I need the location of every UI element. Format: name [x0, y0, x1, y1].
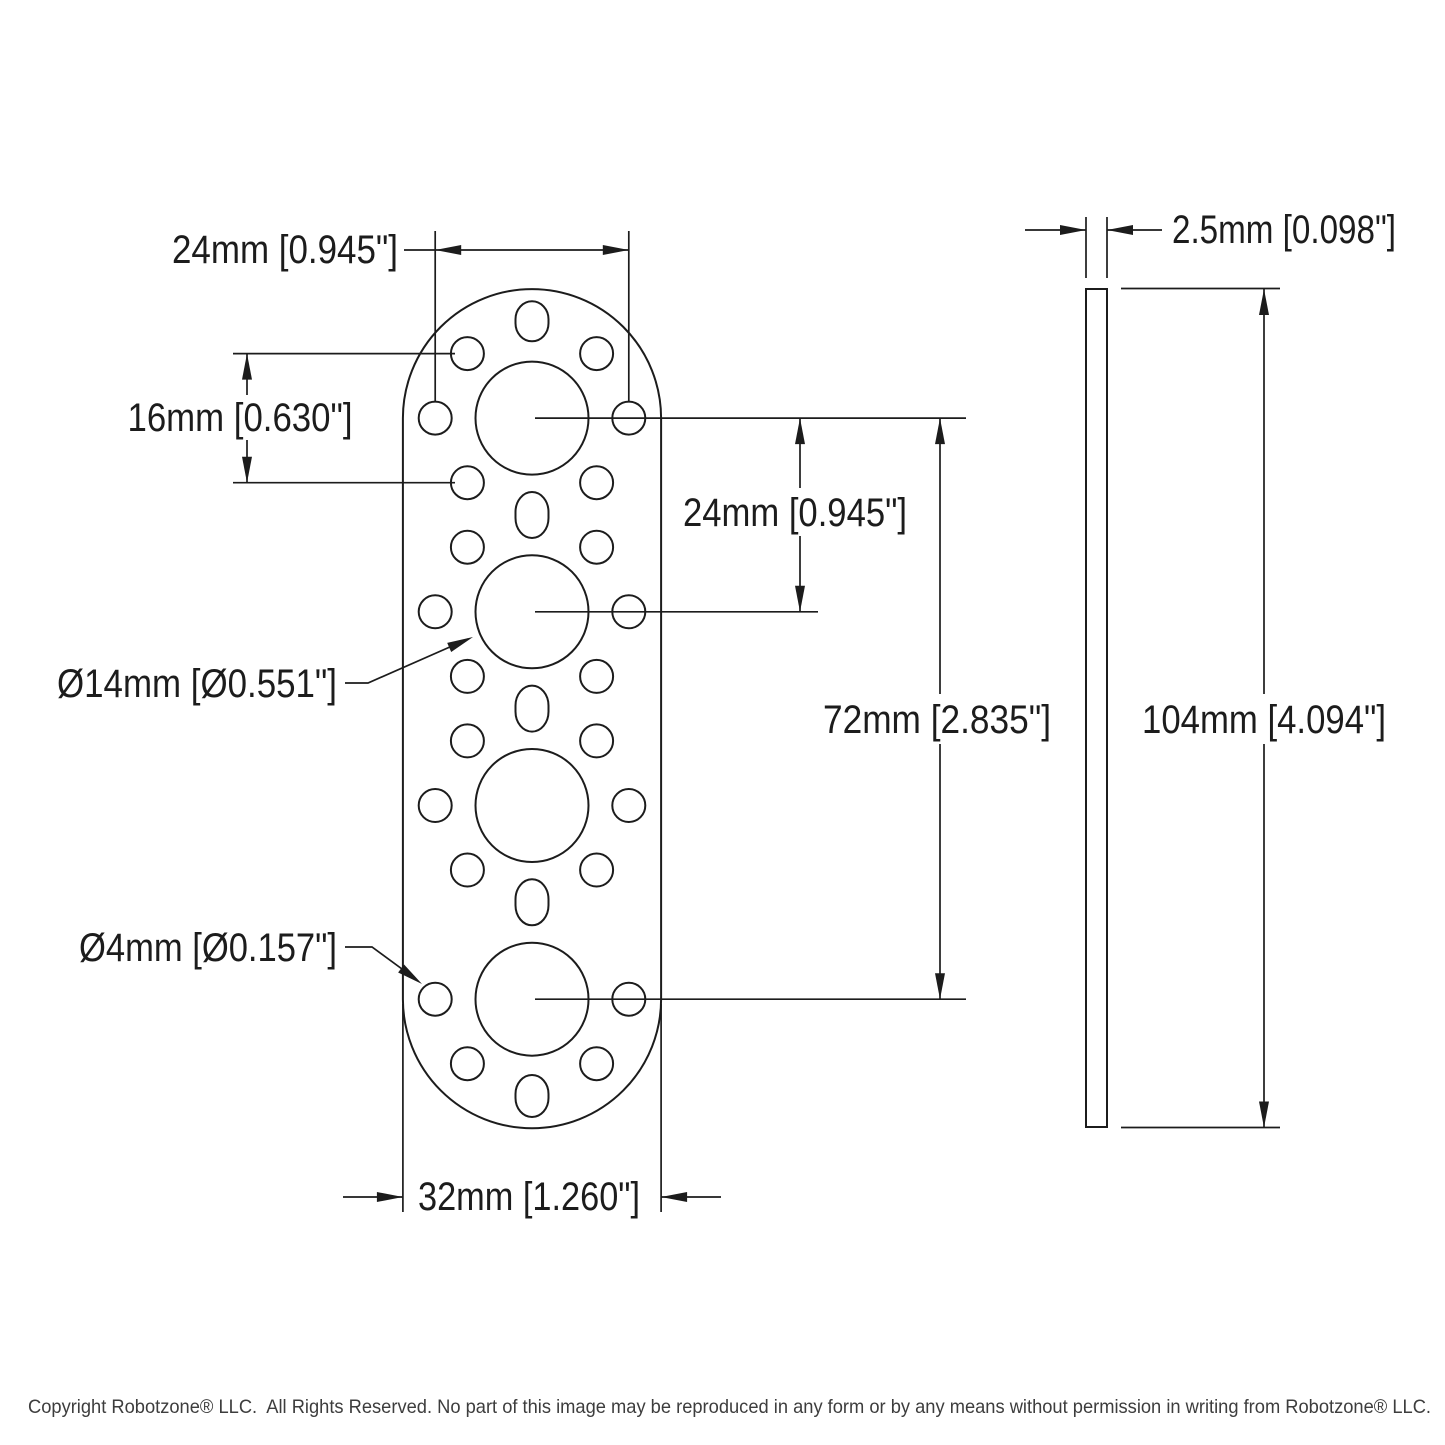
small-hole — [579, 723, 615, 759]
front-view — [401, 288, 663, 1130]
dim-label-hole-pattern-span: 72mm [2.835"] — [823, 698, 1051, 742]
small-hole — [579, 1046, 615, 1082]
dimension-thickness: 2.5mm [0.098"] — [1025, 208, 1396, 278]
copyright-notice: Copyright Robotzone® LLC. All Rights Res… — [28, 1396, 1431, 1418]
small-hole — [449, 1046, 485, 1082]
dimension-top-hole-spacing: 24mm [0.945"] — [172, 228, 630, 402]
dimension-vertical-hole-spacing: 24mm [0.945"] — [683, 418, 907, 612]
small-hole — [449, 658, 485, 694]
dim-label-vertical-hole-spacing: 24mm [0.945"] — [683, 491, 907, 535]
small-hole — [579, 852, 615, 888]
dim-label-overall-length: 104mm [4.094"] — [1142, 698, 1386, 742]
small-hole — [417, 400, 453, 436]
center-slot — [514, 300, 550, 343]
dim-label-beam-width: 32mm [1.260"] — [418, 1175, 640, 1219]
small-hole — [449, 723, 485, 759]
small-hole — [449, 465, 485, 501]
small-hole — [449, 529, 485, 565]
center-slot — [514, 1074, 550, 1118]
leader-small-hole-diameter: Ø4mm [Ø0.157"] — [79, 926, 422, 984]
dimension-beam-width: 32mm [1.260"] — [343, 1004, 721, 1219]
small-hole — [417, 594, 453, 630]
side-view-outline — [1085, 288, 1108, 1128]
dimension-hole-pattern-span: 72mm [2.835"] — [823, 418, 1051, 1000]
small-hole — [449, 852, 485, 888]
dim-label-small-hole-diameter: Ø4mm [Ø0.157"] — [79, 926, 337, 970]
center-slot — [514, 684, 550, 733]
small-hole — [449, 336, 485, 372]
small-hole — [417, 981, 453, 1017]
dimension-row-spacing: 16mm [0.630"] — [128, 352, 455, 484]
side-view — [1085, 288, 1108, 1128]
small-hole — [579, 658, 615, 694]
dim-label-top-hole-spacing: 24mm [0.945"] — [172, 228, 398, 272]
small-hole — [417, 788, 453, 823]
small-hole — [579, 465, 615, 501]
front-view-outline — [401, 288, 663, 1130]
small-hole — [611, 788, 647, 823]
small-hole — [579, 336, 615, 372]
center-slot — [514, 878, 550, 927]
large-hole — [474, 748, 590, 863]
center-slot — [514, 491, 550, 539]
small-hole — [579, 529, 615, 565]
dimension-overall-length: 104mm [4.094"] — [1121, 287, 1386, 1129]
leader-large-hole-diameter: Ø14mm [Ø0.551"] — [57, 637, 473, 706]
dim-label-large-hole-diameter: Ø14mm [Ø0.551"] — [57, 662, 337, 706]
dim-label-row-spacing: 16mm [0.630"] — [128, 396, 353, 440]
dim-label-thickness: 2.5mm [0.098"] — [1172, 208, 1396, 252]
